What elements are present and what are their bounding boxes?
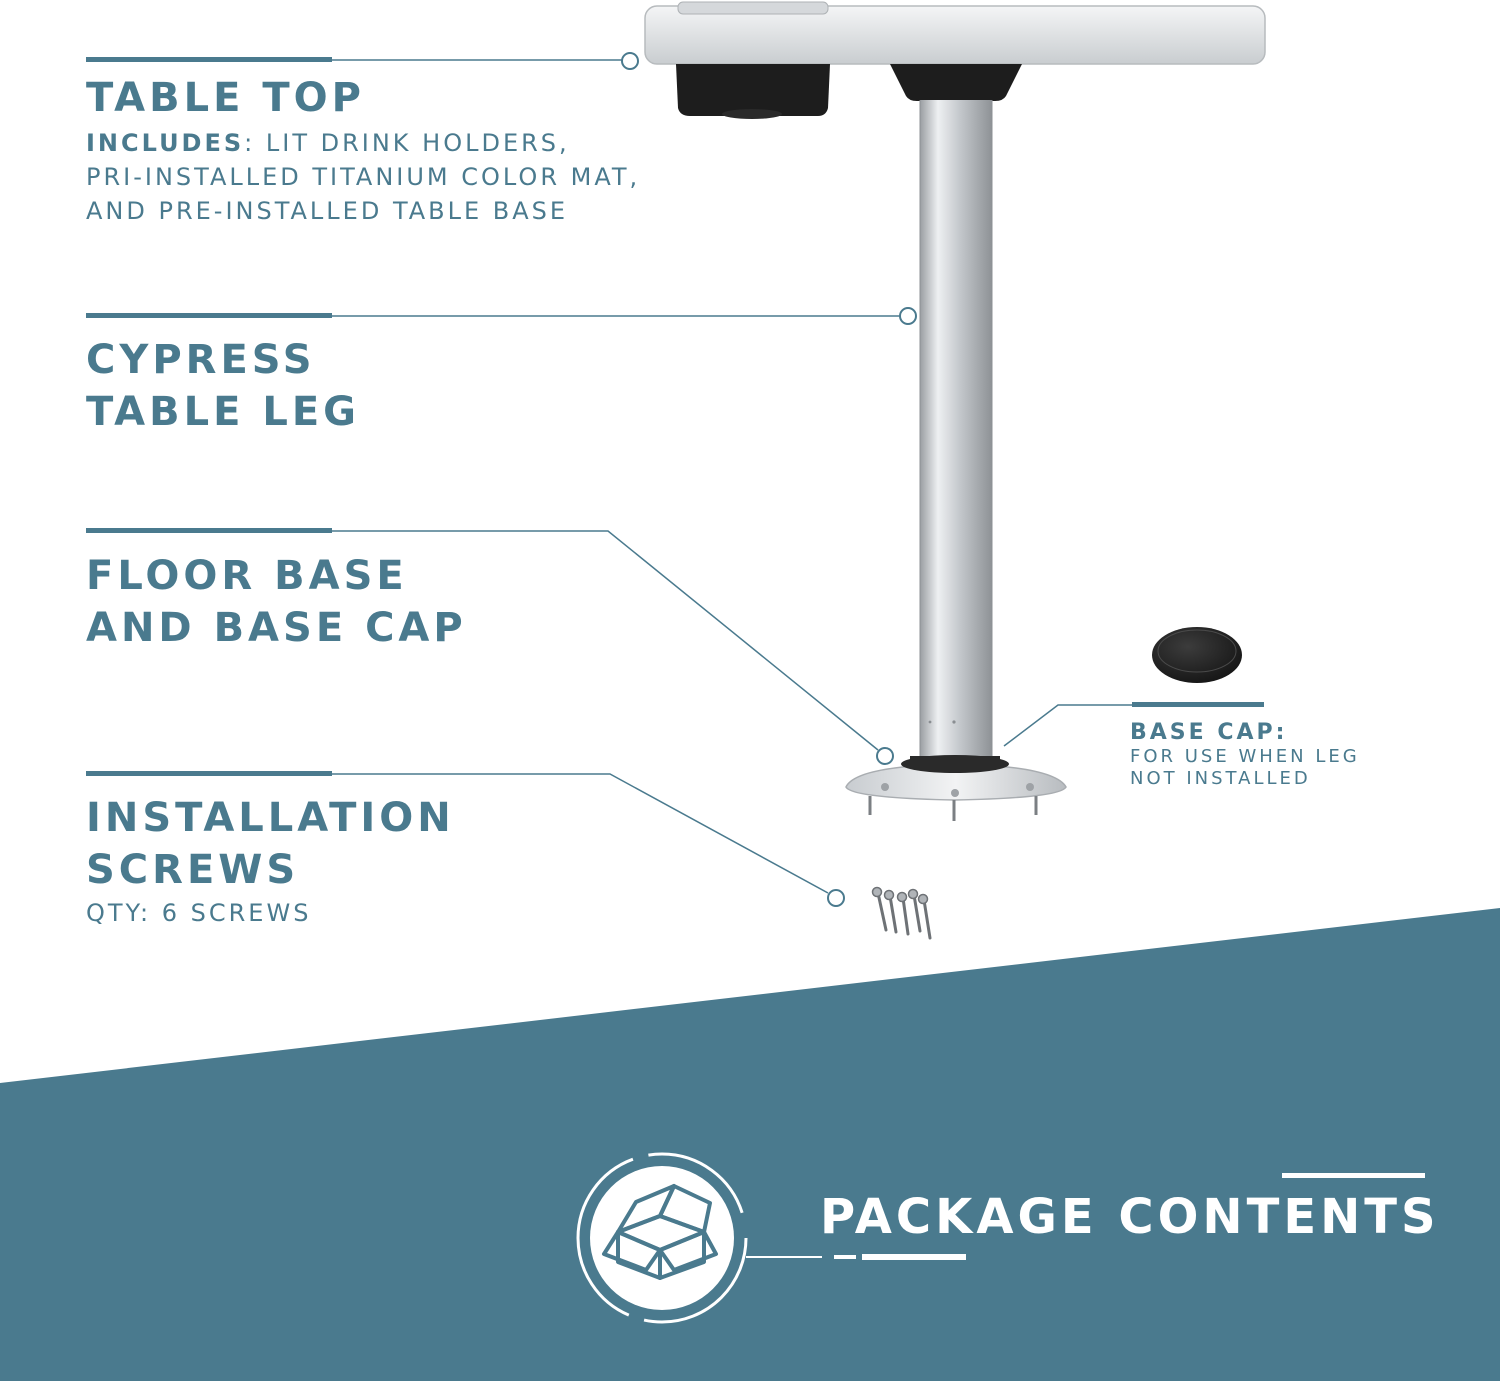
screws bbox=[871, 886, 932, 940]
floor-base bbox=[845, 755, 1067, 821]
screws-title-line1: INSTALLATION bbox=[86, 795, 455, 841]
table-top-includes-label: INCLUDES bbox=[86, 129, 245, 157]
leader-lines bbox=[86, 52, 1264, 907]
base-cap-title: BASE CAP: bbox=[1130, 720, 1288, 745]
table-top-includes-rest: : LIT DRINK HOLDERS, bbox=[244, 129, 570, 157]
floor-base-title-line1: FLOOR BASE bbox=[86, 553, 408, 599]
drink-holder bbox=[676, 64, 830, 116]
screws-title-line2: SCREWS bbox=[86, 847, 300, 893]
open-box-icon bbox=[602, 1184, 718, 1280]
table-top-title: TABLE TOP bbox=[86, 75, 365, 121]
table-top bbox=[644, 1, 1266, 119]
base-cap-line1: FOR USE WHEN LEG bbox=[1130, 746, 1360, 767]
table-leg bbox=[919, 100, 993, 760]
screws-qty: QTY: 6 SCREWS bbox=[86, 899, 312, 927]
table-top-includes: INCLUDES: LIT DRINK HOLDERS, bbox=[86, 126, 570, 160]
table-leg-title-line1: CYPRESS bbox=[86, 337, 316, 383]
package-contents-title: PACKAGE CONTENTS bbox=[820, 1189, 1440, 1245]
table-top-line3: AND PRE-INSTALLED TABLE BASE bbox=[86, 197, 569, 225]
table-top-line2: PRI-INSTALLED TITANIUM COLOR MAT, bbox=[86, 163, 641, 191]
teal-band bbox=[0, 908, 1500, 1381]
base-cap bbox=[1152, 627, 1242, 683]
base-cap-line2: NOT INSTALLED bbox=[1130, 768, 1311, 789]
table-base-mount bbox=[890, 64, 1022, 101]
package-emblem bbox=[576, 1152, 1425, 1324]
floor-base-title-line2: AND BASE CAP bbox=[86, 605, 467, 651]
table-leg-title-line2: TABLE LEG bbox=[86, 389, 361, 435]
